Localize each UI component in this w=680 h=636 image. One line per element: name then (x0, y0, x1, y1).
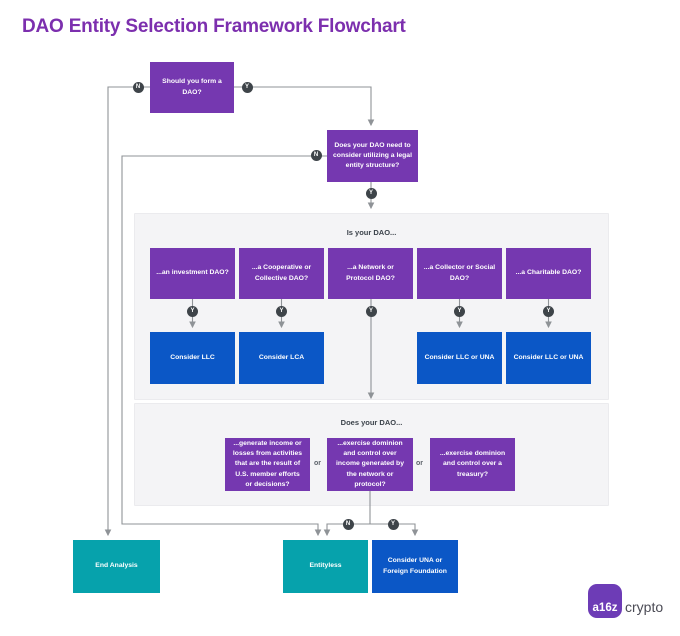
connector-line (234, 86, 375, 127)
node-investment-dao: ...an investment DAO? (150, 248, 235, 299)
node-cooperative-dao: ...a Cooperative or Collective DAO? (239, 248, 324, 299)
a16z-logo-name: crypto (625, 599, 664, 615)
yes-badge: Y (543, 305, 554, 317)
page-title: DAO Entity Selection Framework Flowchart (22, 16, 406, 37)
yes-badge: Y (365, 305, 377, 317)
no-badge: N (342, 518, 354, 530)
node-end-analysis: End Analysis (73, 540, 160, 593)
node-consider-llc: Consider LLC (150, 332, 235, 384)
node-generate-income-question: ...generate income or losses from activi… (225, 438, 310, 491)
a16z-crypto-logo: a16z crypto (588, 584, 663, 618)
a16z-logo-mark: a16z (588, 584, 622, 618)
node-collector-social-dao: ...a Collector or Social DAO? (417, 248, 502, 299)
yes-badge: Y (365, 187, 377, 199)
yes-badge: Y (187, 305, 198, 317)
node-dominion-treasury-question: ...exercise dominion and control over a … (430, 438, 515, 491)
section-label-is-your-dao: Is your DAO... (346, 228, 397, 237)
no-badge: N (132, 81, 144, 93)
yes-badge: Y (387, 518, 399, 530)
node-consider-una-foreign-foundation: Consider UNA or Foreign Foundation (372, 540, 458, 593)
node-consider-llc-una-2: Consider LLC or UNA (506, 332, 591, 384)
node-dominion-income-question: ...exercise dominion and control over in… (327, 438, 413, 491)
yes-badge: Y (276, 305, 287, 317)
node-consider-llc-una-1: Consider LLC or UNA (417, 332, 502, 384)
node-charitable-dao: ...a Charitable DAO? (506, 248, 591, 299)
or-label-1: or (314, 460, 321, 467)
section-label-does-your-dao: Does your DAO... (340, 418, 403, 427)
or-label-2: or (416, 460, 423, 467)
yes-badge: Y (241, 81, 253, 93)
no-badge: N (310, 150, 322, 161)
node-should-you-form-dao: Should you form a DAO? (150, 62, 234, 113)
node-legal-entity-question: Does your DAO need to consider utilizing… (327, 130, 418, 182)
node-entityless: Entityless (283, 540, 368, 593)
node-network-protocol-dao: ...a Network or Protocol DAO? (328, 248, 413, 299)
yes-badge: Y (454, 305, 465, 317)
node-consider-lca: Consider LCA (239, 332, 324, 384)
